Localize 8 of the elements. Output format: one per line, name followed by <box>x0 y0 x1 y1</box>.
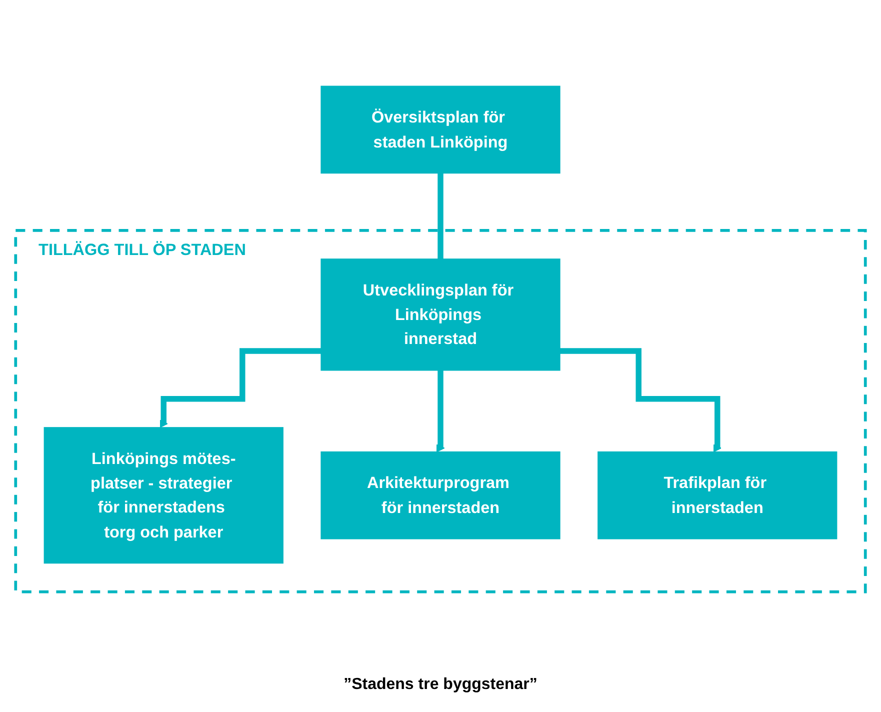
node-box: Översiktsplan för staden Linköping <box>320 86 560 174</box>
node-box: Utvecklingsplan för Linköpings innerstad <box>320 258 560 371</box>
node-box: Trafikplan för innerstaden <box>598 451 838 540</box>
node-box: Linköpings mötes-platser - strategier för innerstadens torg och parker <box>44 427 284 564</box>
arrow <box>560 348 722 452</box>
arrow <box>159 348 322 428</box>
node-box: Arkitekturprogram för innerstaden <box>320 451 560 540</box>
caption-text: ”Stadens tre byggstenar” <box>344 676 538 694</box>
